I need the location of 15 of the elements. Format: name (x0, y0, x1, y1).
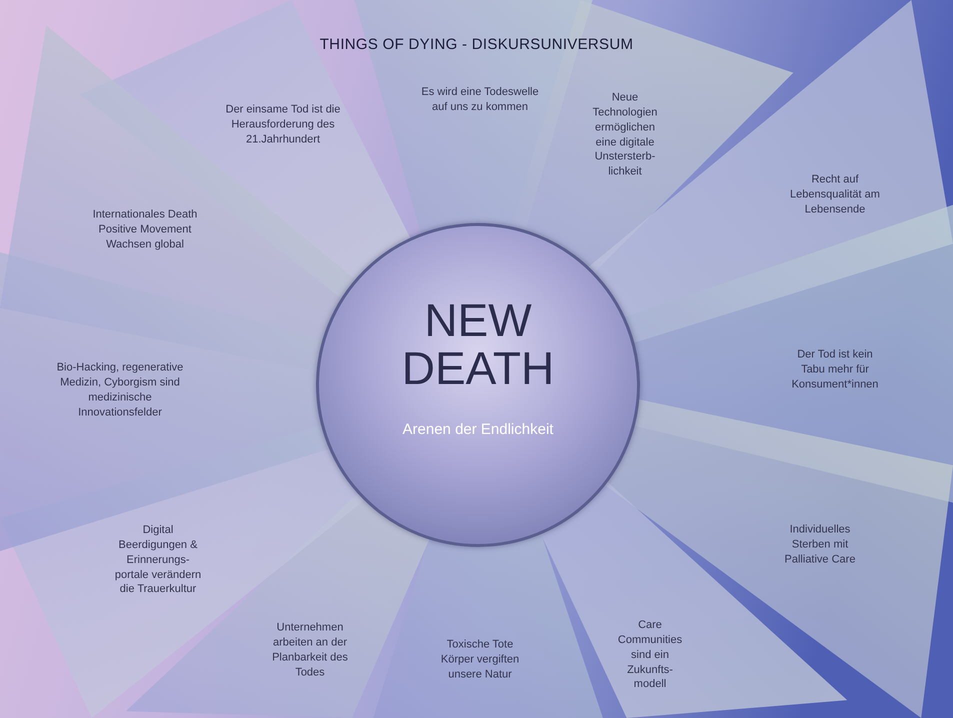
petal-label: Care Communities sind ein Zukunfts- modell (610, 618, 690, 692)
petal-label: Unternehmen arbeiten an der Planbarkeit des Todes (268, 620, 352, 680)
diagram-title: THINGS OF DYING - DISKURSUNIVERSUM (320, 36, 634, 53)
petal-label: Digital Beerdigungen & Erinnerungs- portale verändern die Trauerkultur (113, 522, 203, 598)
petal-label: Recht auf Lebensqualität am Lebensende (785, 172, 885, 218)
petal-label: Toxische Tote Körper vergiften unsere Natur (430, 638, 530, 682)
petal-label: Internationales Death Positive Movement Wachsen global (90, 208, 200, 252)
petal-label: Es wird eine Todeswelle auf uns zu kommen (415, 85, 545, 115)
petal-label: Individuelles Sterben mit Palliative Care (780, 522, 860, 568)
center-subtitle: Arenen der Endlichkeit (402, 421, 554, 438)
petal-label: Bio-Hacking, regenerative Medizin, Cyborgism sind medizinische Innovationsfelder (55, 360, 185, 420)
petal-label: Der einsame Tod ist die Herausforderung des 21.Jahrhundert (223, 102, 343, 148)
petal-label: Der Tod ist kein Tabu mehr für Konsument*innen (785, 348, 885, 392)
petal-label: Neue Technologien ermöglichen eine digitale Unstersterb- lichkeit (585, 90, 665, 180)
center-heading: NEW DEATH (400, 296, 556, 393)
